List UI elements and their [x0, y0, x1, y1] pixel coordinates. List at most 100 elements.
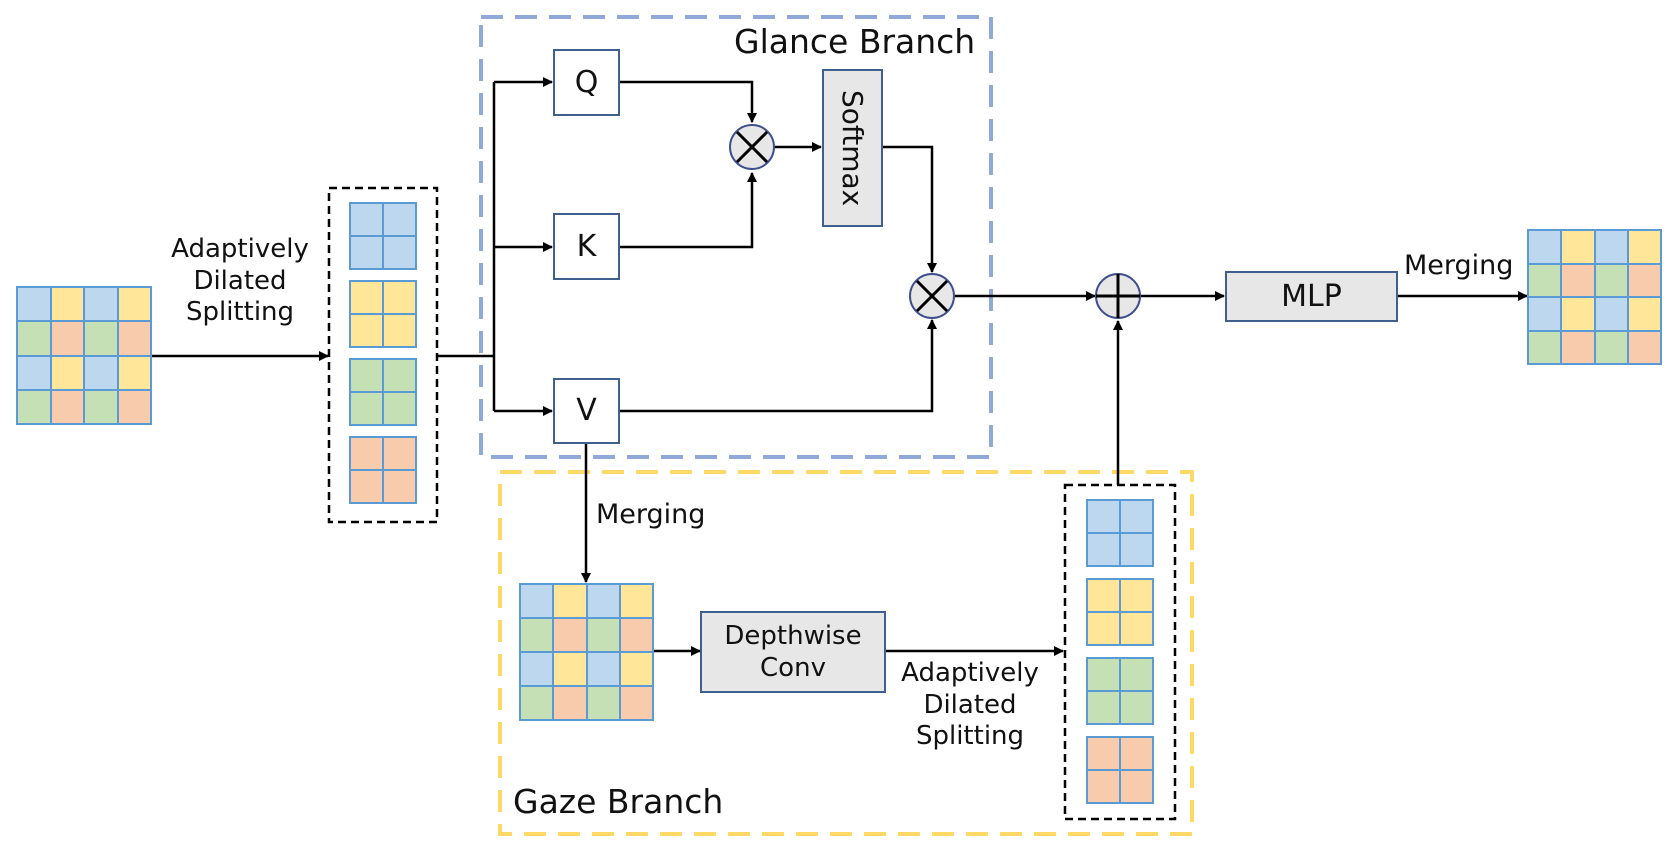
glance-branch-title: Glance Branch	[734, 22, 976, 61]
grid-cell-orange	[384, 471, 415, 502]
grid-cell-blue	[1529, 231, 1561, 263]
grid-cell-orange	[1562, 331, 1594, 363]
grid-cell-yellow	[1088, 580, 1119, 611]
grid-cell-green	[85, 322, 117, 355]
grid-cell-yellow	[384, 315, 415, 346]
grid-cell-blue	[1595, 231, 1627, 263]
grid-cell-green	[384, 360, 415, 391]
arrow-q-to-mult1	[620, 80, 757, 123]
grid-cell-green	[587, 687, 619, 719]
grid-cell-blue	[351, 204, 382, 235]
grid-cell-blue	[384, 237, 415, 268]
grid-cell-yellow	[620, 585, 652, 617]
grid-cell-green	[1529, 264, 1561, 296]
value-box: V	[553, 378, 620, 444]
grid-cell-green	[85, 390, 117, 423]
grid-cell-yellow	[51, 356, 83, 389]
grid-cell-blue	[1088, 534, 1119, 565]
grid-cell-orange	[1121, 771, 1152, 802]
grid-cell-yellow	[1562, 231, 1594, 263]
grid-cell-blue	[587, 585, 619, 617]
value-label: V	[576, 393, 597, 429]
split-group-green	[349, 358, 417, 426]
key-label: K	[576, 228, 597, 264]
merging-label-output: Merging	[1404, 250, 1514, 281]
grid-cell-green	[587, 619, 619, 651]
grid-cell-yellow	[554, 585, 586, 617]
split-group-yellow	[349, 280, 417, 348]
arrow-v-to-mult2	[620, 319, 937, 413]
grid-cell-orange	[620, 687, 652, 719]
softmax-box: Softmax	[822, 69, 883, 227]
grid-cell-yellow	[118, 356, 150, 389]
grid-cell-yellow	[351, 282, 382, 313]
grid-cell-orange	[118, 322, 150, 355]
add-operator	[1095, 273, 1141, 319]
grid-cell-yellow	[1121, 613, 1152, 644]
arrow-softmax-to-mult2	[883, 145, 937, 273]
grid-cell-orange	[1088, 738, 1119, 769]
gaze-branch-container	[498, 470, 1194, 836]
softmax-label: Softmax	[836, 89, 869, 207]
split-group-orange	[349, 436, 417, 504]
grid-cell-orange	[620, 619, 652, 651]
query-label: Q	[574, 64, 599, 100]
depthwise-conv-label-1: Depthwise	[724, 620, 862, 651]
grid-cell-yellow	[118, 288, 150, 321]
glance-branch-container	[479, 15, 993, 459]
grid-cell-orange	[351, 471, 382, 502]
grid-cell-blue	[351, 237, 382, 268]
grid-cell-yellow	[351, 315, 382, 346]
grid-cell-yellow	[1088, 613, 1119, 644]
depthwise-conv-box: Depthwise Conv	[700, 611, 886, 693]
grid-cell-green	[1121, 659, 1152, 690]
grid-cell-orange	[1628, 264, 1660, 296]
grid-cell-yellow	[620, 653, 652, 685]
split-group-box-gaze	[1063, 483, 1177, 821]
grid-cell-orange	[384, 438, 415, 469]
query-box: Q	[553, 49, 620, 116]
grid-cell-green	[1529, 331, 1561, 363]
grid-cell-blue	[1121, 534, 1152, 565]
grid-cell-green	[384, 393, 415, 424]
gaze-merged-grid	[519, 583, 654, 721]
output-token-grid	[1527, 229, 1662, 365]
grid-cell-blue	[1088, 501, 1119, 532]
grid-cell-blue	[521, 653, 553, 685]
grid-cell-green	[1088, 692, 1119, 723]
grid-cell-yellow	[1628, 298, 1660, 330]
grid-cell-green	[351, 360, 382, 391]
split-group-blue	[349, 202, 417, 270]
grid-cell-green	[18, 322, 50, 355]
grid-cell-blue	[1529, 298, 1561, 330]
input-token-grid	[16, 286, 152, 425]
grid-cell-orange	[51, 390, 83, 423]
grid-cell-blue	[85, 288, 117, 321]
grid-cell-orange	[1088, 771, 1119, 802]
grid-cell-green	[18, 390, 50, 423]
grid-cell-yellow	[384, 282, 415, 313]
grid-cell-blue	[587, 653, 619, 685]
grid-cell-yellow	[554, 653, 586, 685]
mlp-label: MLP	[1281, 278, 1342, 314]
split-group-orange	[1086, 736, 1154, 804]
grid-cell-green	[1595, 331, 1627, 363]
depthwise-conv-label-2: Conv	[760, 653, 826, 683]
grid-cell-orange	[1562, 264, 1594, 296]
grid-cell-green	[521, 687, 553, 719]
grid-cell-green	[351, 393, 382, 424]
multiply-operator-2	[909, 273, 955, 319]
grid-cell-blue	[18, 356, 50, 389]
grid-cell-yellow	[51, 288, 83, 321]
grid-cell-orange	[1121, 738, 1152, 769]
grid-cell-green	[1121, 692, 1152, 723]
split-group-green	[1086, 657, 1154, 725]
grid-cell-green	[521, 619, 553, 651]
grid-cell-blue	[384, 204, 415, 235]
grid-cell-yellow	[1121, 580, 1152, 611]
split-group-yellow	[1086, 578, 1154, 646]
grid-cell-blue	[85, 356, 117, 389]
grid-cell-green	[1595, 264, 1627, 296]
